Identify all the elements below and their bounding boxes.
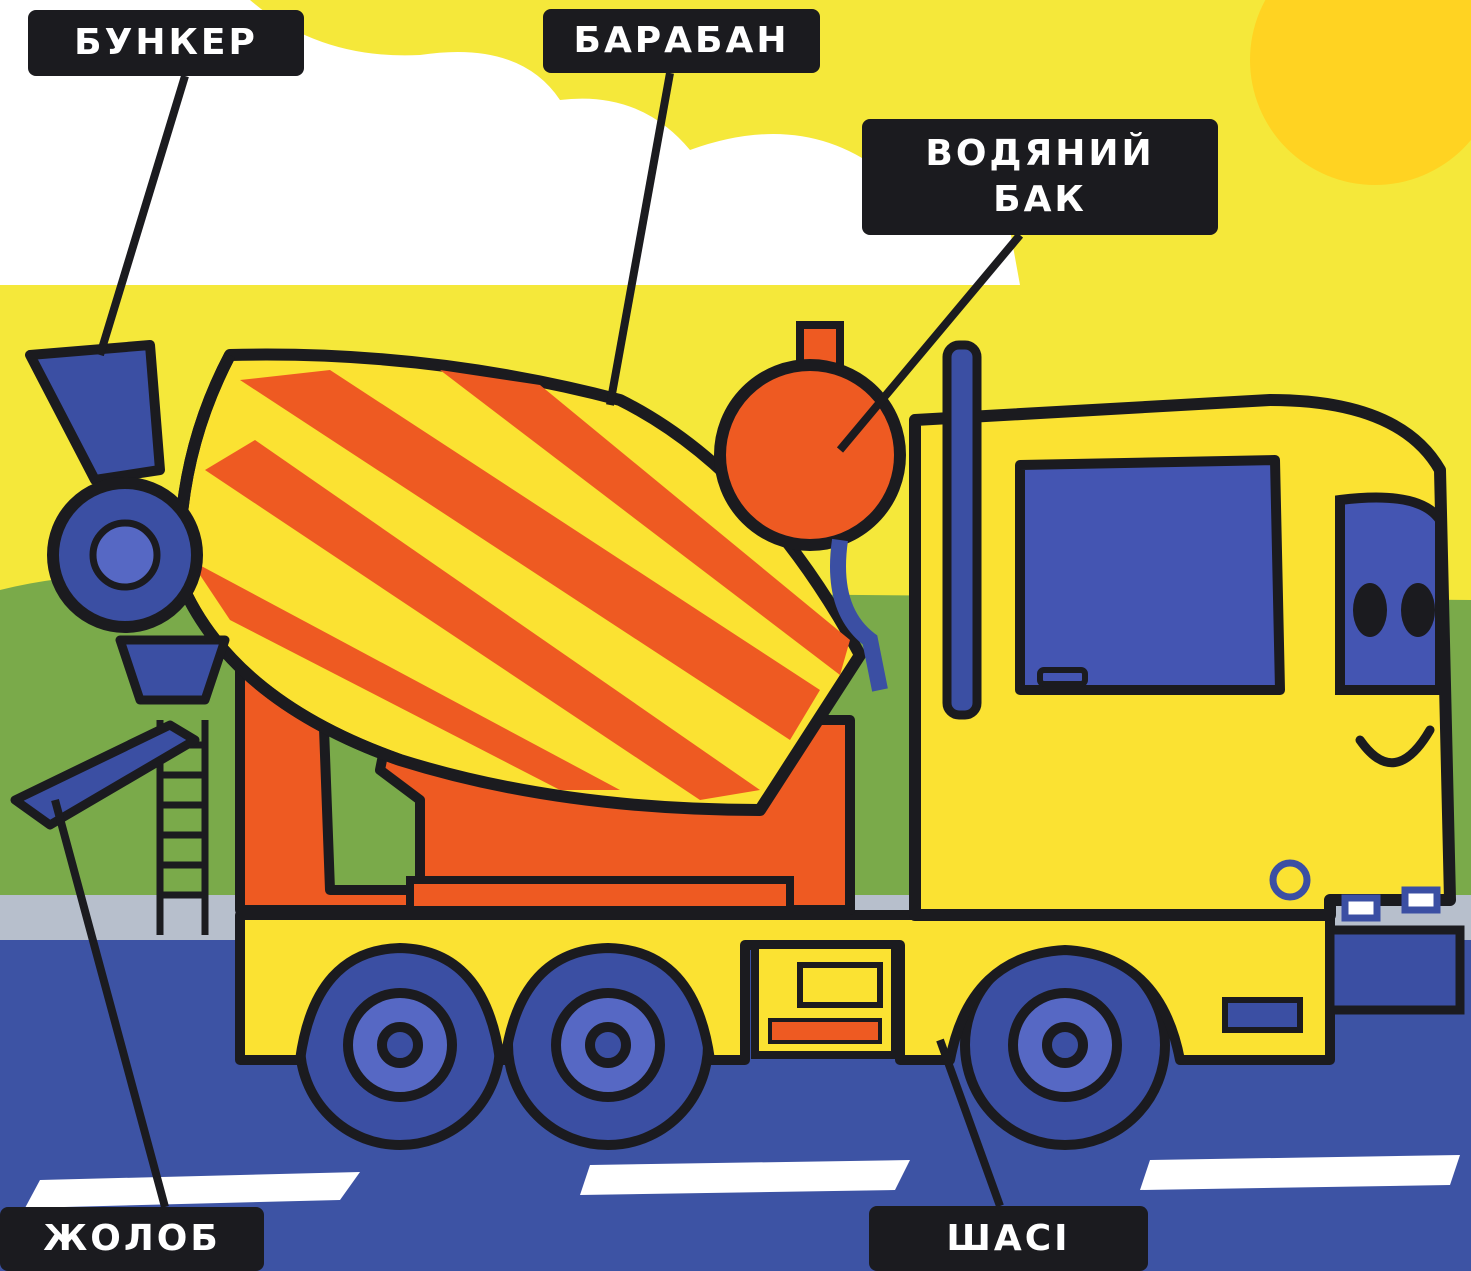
label-hopper-text: БУНКЕР	[74, 21, 258, 65]
label-chute: ЖОЛОБ	[0, 1207, 264, 1271]
eye-icon	[1353, 583, 1387, 637]
road-marking	[580, 1160, 910, 1195]
discharge-funnel	[120, 640, 225, 700]
eye-icon	[1401, 583, 1435, 637]
water-tank	[720, 365, 900, 545]
step-icon	[1225, 1000, 1300, 1030]
label-drum: БАРАБАН	[543, 9, 820, 73]
label-chassis-text: ШАСІ	[946, 1217, 1070, 1261]
exhaust-pipe	[947, 345, 977, 715]
bumper	[1330, 930, 1460, 1010]
label-water-tank-line1: ВОДЯНИЙ	[925, 131, 1154, 177]
headlight	[1405, 890, 1437, 910]
cab-window	[1020, 460, 1280, 690]
label-hopper: БУНКЕР	[28, 10, 304, 76]
headlight	[1345, 898, 1377, 918]
road-marking	[1140, 1155, 1460, 1190]
cab-light	[1273, 863, 1307, 897]
label-chassis: ШАСІ	[869, 1206, 1148, 1271]
label-drum-text: БАРАБАН	[574, 19, 790, 63]
label-water-tank-line2: БАК	[993, 177, 1087, 223]
label-water-tank: ВОДЯНИЙ БАК	[862, 119, 1218, 235]
label-chute-text: ЖОЛОБ	[43, 1217, 221, 1261]
